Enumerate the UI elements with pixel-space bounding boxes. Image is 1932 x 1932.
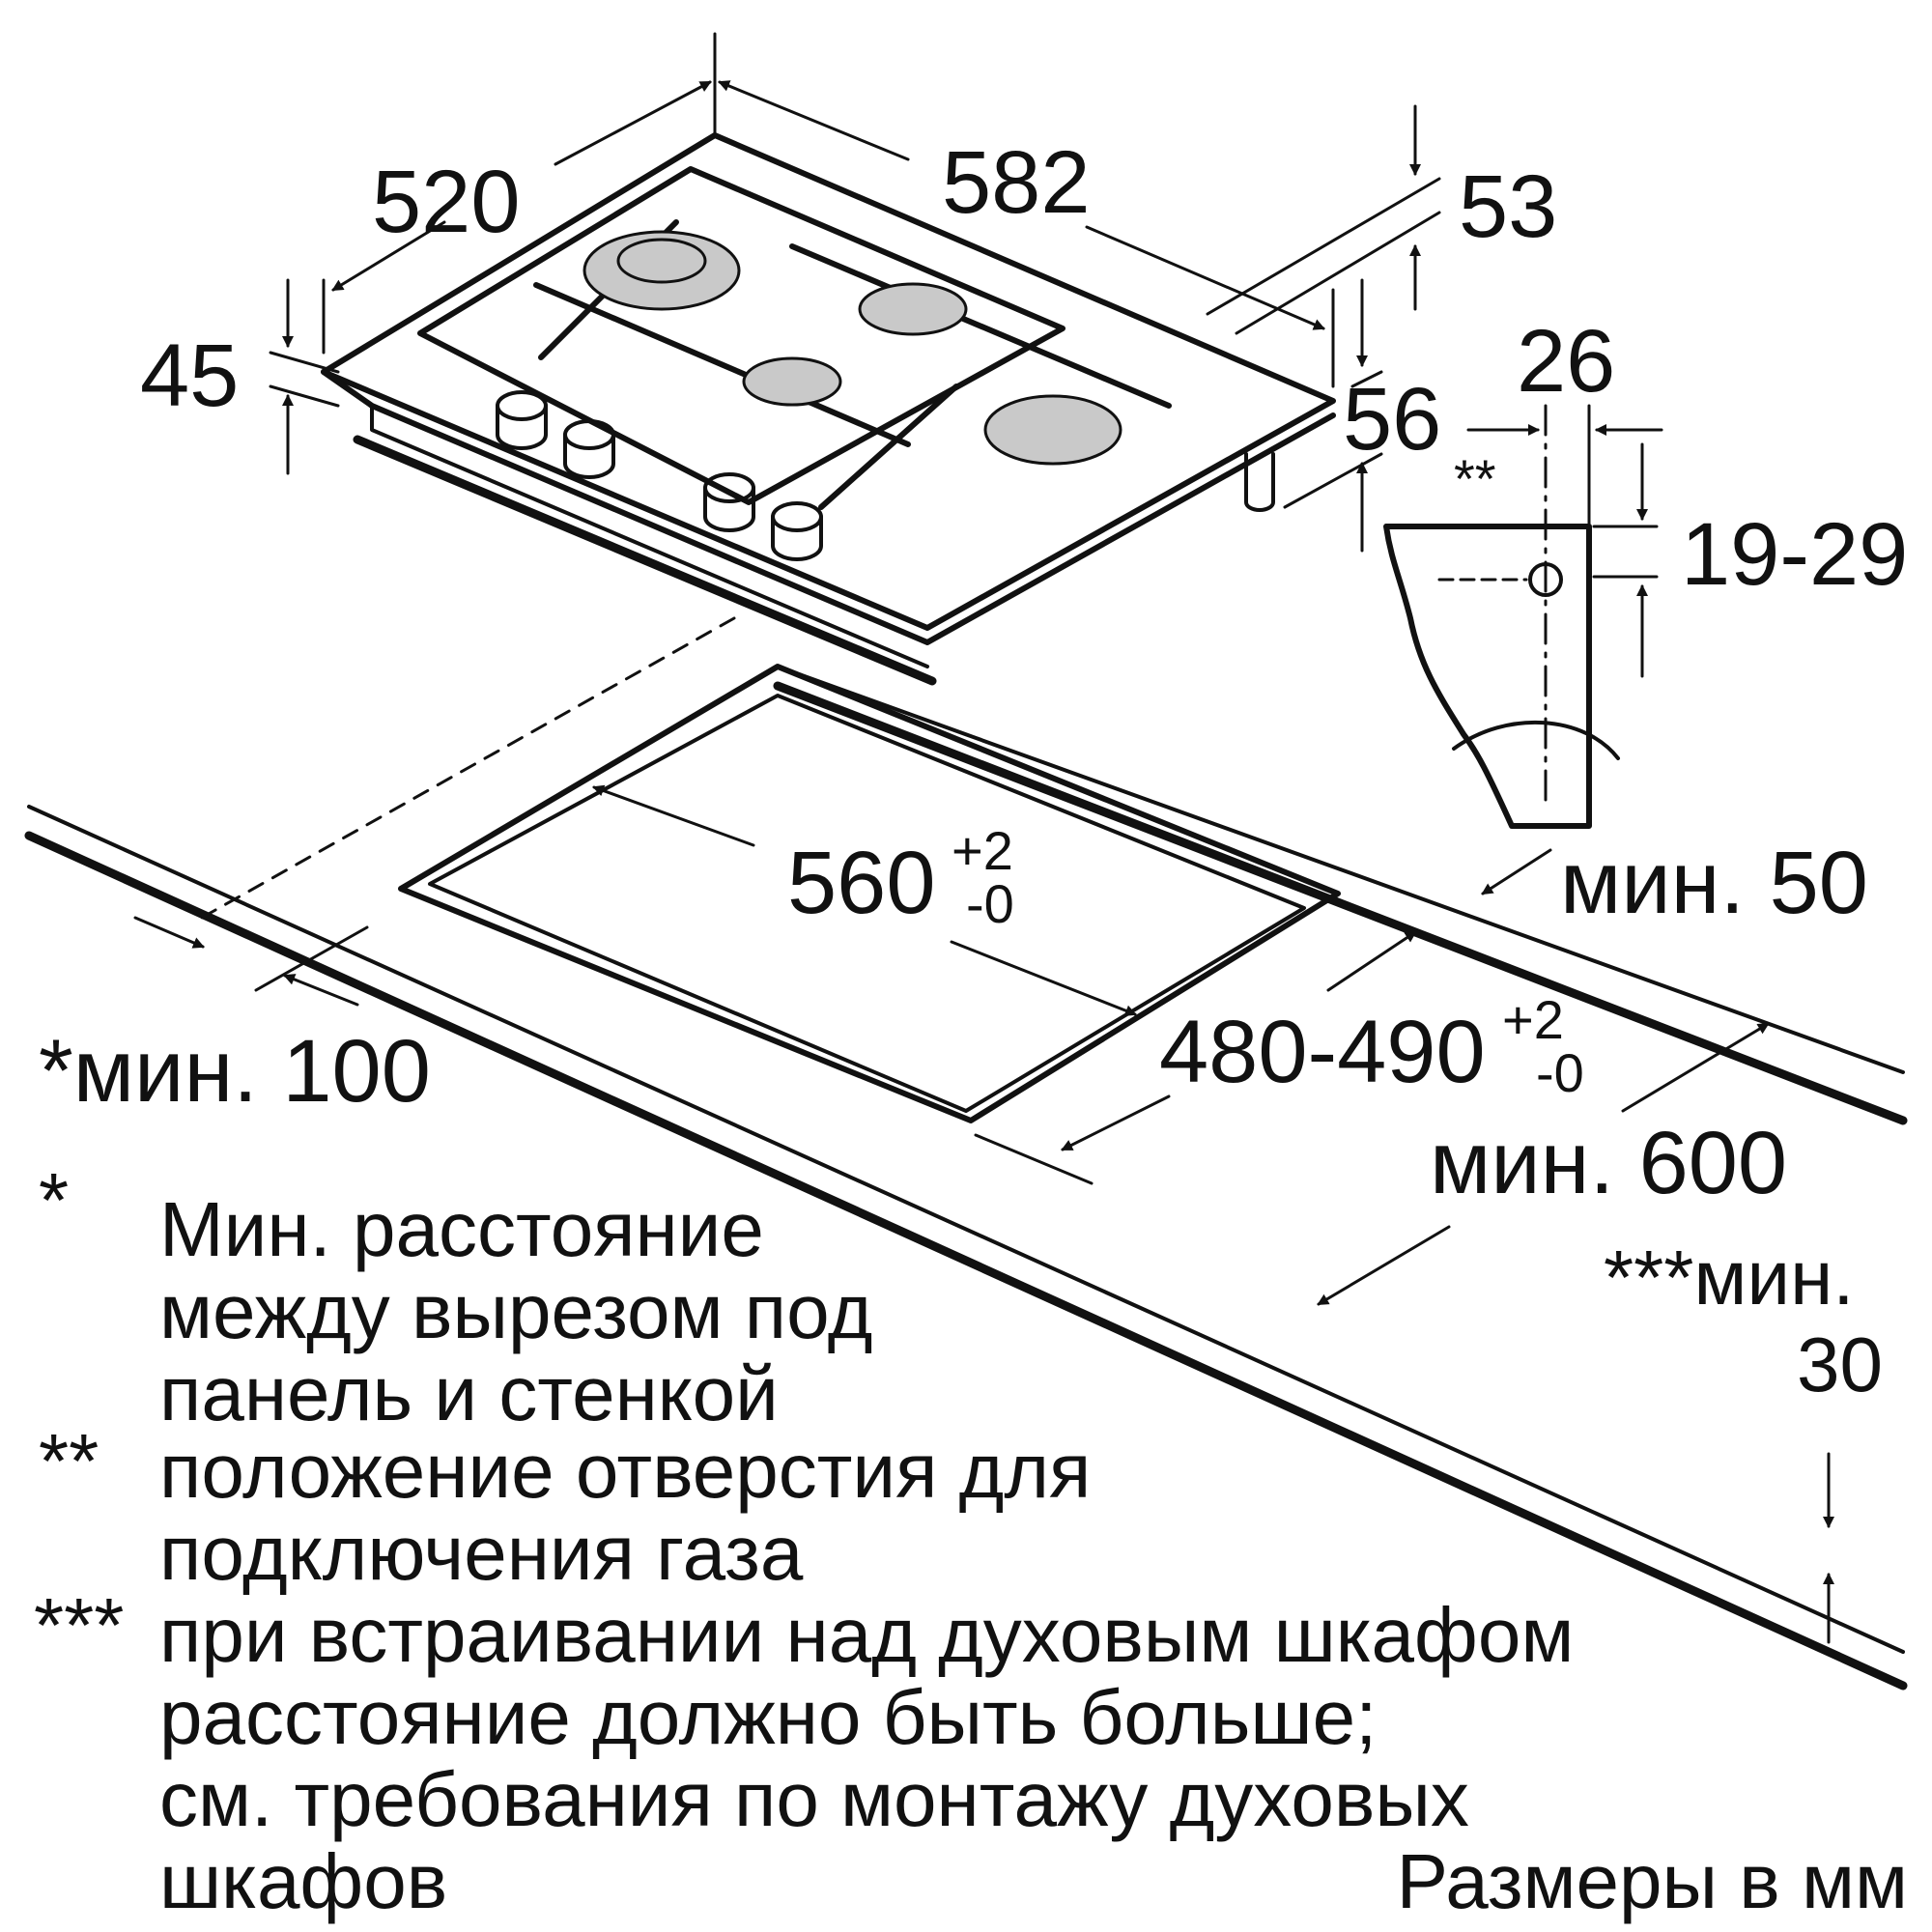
knobs (496, 390, 823, 561)
note-1-line-1: Мин. расстояние (159, 1186, 764, 1272)
dim-582: 582 (942, 133, 1091, 232)
note-1-line-2: между вырезом под (159, 1268, 872, 1354)
dimension-labels: 520 582 53 45 56 26 19-29 ** 560 +2 -0 4… (39, 133, 1908, 1407)
note-3-line-4: шкафов (159, 1838, 447, 1924)
note-2-line-2: подключения газа (159, 1510, 804, 1596)
countertop (24, 616, 1908, 1690)
min-100-label: *мин. 100 (39, 1022, 431, 1121)
dim-26: 26 (1517, 312, 1615, 411)
dim-520: 520 (372, 153, 521, 251)
note-3-line-2: расстояние должно быть больше; (159, 1674, 1377, 1760)
min-50-label: мин. 50 (1560, 834, 1868, 932)
note-2-line-1: положение отверстия для (159, 1428, 1091, 1514)
gas-hole-marker: ** (1454, 448, 1496, 509)
dim-480-plus: +2 (1502, 989, 1564, 1050)
gas-connection-detail (1383, 404, 1663, 829)
dim-560-plus: +2 (952, 820, 1013, 881)
dim-19-29: 19-29 (1681, 505, 1908, 604)
dim-45: 45 (140, 327, 239, 425)
note-1-line-3: панель и стенкой (159, 1350, 779, 1436)
min-600-label: мин. 600 (1430, 1114, 1787, 1212)
dim-480-490: 480-490 (1159, 1003, 1486, 1101)
cutout (398, 664, 1341, 1123)
note-2-marker: ** (39, 1418, 99, 1504)
note-1-marker: * (39, 1157, 69, 1243)
min-30-label-line2: 30 (1797, 1321, 1883, 1407)
dim-56: 56 (1343, 370, 1441, 469)
medium-burner (858, 282, 968, 336)
dim-560: 560 (787, 834, 936, 932)
dim-480-minus: -0 (1536, 1042, 1584, 1103)
small-burner (742, 356, 842, 407)
footnotes: * Мин. расстояние между вырезом под пане… (34, 1157, 1908, 1924)
min-30-label-line1: ***мин. (1604, 1235, 1855, 1321)
units-label: Размеры в мм (1397, 1838, 1908, 1924)
dimension-lines (269, 32, 1441, 553)
hob-drawing (321, 132, 1336, 686)
dim-53: 53 (1459, 157, 1557, 256)
note-3-line-3: см. требования по монтажу духовых (159, 1756, 1469, 1842)
wok-burner (983, 394, 1122, 466)
note-3-marker: *** (34, 1582, 124, 1668)
note-3-line-1: при встраивании над духовым шкафом (159, 1592, 1574, 1678)
dim-560-minus: -0 (966, 873, 1014, 934)
